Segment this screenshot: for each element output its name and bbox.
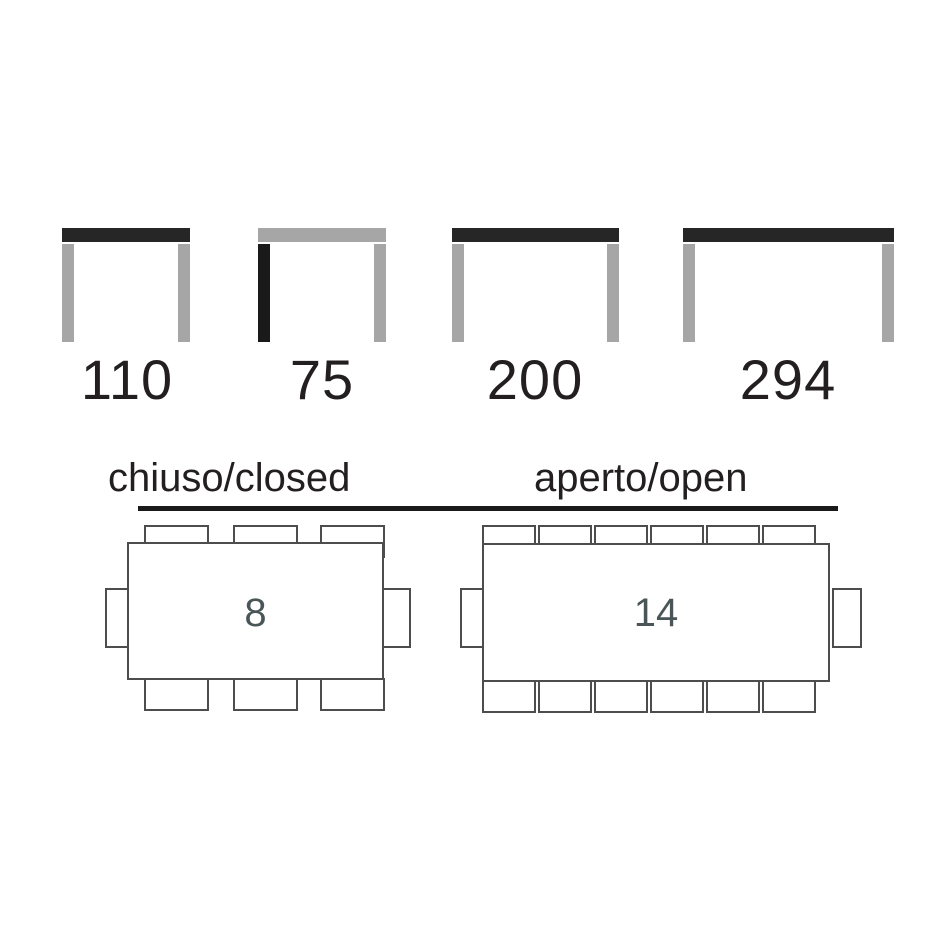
seat: [650, 680, 704, 713]
tabletop-bar: [258, 228, 386, 242]
caption-closed: chiuso/closed: [108, 456, 351, 500]
table-leg-right: [607, 244, 619, 342]
table-elevation-side-closed-icon: [452, 228, 619, 342]
seat-count-open: 14: [633, 591, 679, 635]
seat: [762, 680, 816, 713]
dimension-item-width: [62, 228, 190, 342]
plan-view-closed: 8: [100, 515, 411, 715]
seat: [233, 678, 298, 711]
seat-count-closed: 8: [244, 591, 267, 635]
table-leg-left: [62, 244, 74, 342]
table-leg-right: [178, 244, 190, 342]
dimension-label-length-open: 294: [739, 348, 837, 411]
dimension-item-length-open: [683, 228, 894, 342]
section-divider-rule: [138, 506, 838, 511]
table-top-open: [482, 543, 830, 682]
table-leg-left: [258, 244, 270, 342]
dimension-label-length-closed: 200: [486, 348, 584, 411]
plan-view-open: 14: [455, 515, 862, 715]
tabletop-bar: [62, 228, 190, 242]
table-leg-right: [374, 244, 386, 342]
seat: [482, 680, 536, 713]
seat: [706, 680, 760, 713]
dimension-label-height: 75: [289, 348, 355, 411]
seat: [320, 678, 385, 711]
table-elevation-front-icon: [62, 228, 190, 342]
dimension-item-length-closed: [452, 228, 619, 342]
seat: [144, 678, 209, 711]
table-leg-left: [683, 244, 695, 342]
tabletop-bar: [683, 228, 894, 242]
dimension-label-width: 110: [80, 348, 174, 411]
tabletop-bar: [452, 228, 619, 242]
table-elevation-side-open-icon: [683, 228, 894, 342]
table-leg-right: [882, 244, 894, 342]
seat: [538, 680, 592, 713]
table-elevation-height-icon: [258, 228, 386, 342]
seat: [832, 588, 862, 648]
dimension-item-height: [258, 228, 386, 342]
caption-open: aperto/open: [534, 456, 748, 500]
table-leg-left: [452, 244, 464, 342]
seat: [594, 680, 648, 713]
